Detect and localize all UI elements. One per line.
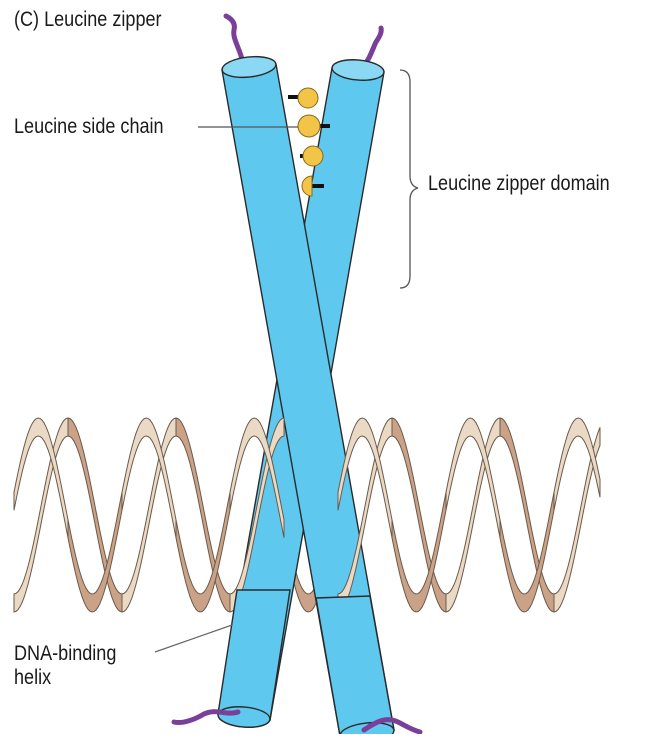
figure-title: (C) Leucine zipper [14,8,162,32]
leucine-residue [303,146,323,166]
dna-binding-label-line2: helix [14,666,116,690]
leucine-zipper-domain-label: Leucine zipper domain [428,172,610,196]
leucine-side-chain-label: Leucine side chain [14,115,164,139]
dna-ribbon-segment [392,418,446,612]
dna-binding-leader-line [155,625,232,652]
dna-ribbon-segment [122,418,176,612]
dna-binding-helix-label: DNA-binding helix [14,642,116,689]
leucine-residue [302,176,312,196]
dna-ribbon-segment [176,418,230,612]
dna-ribbon-segment [554,418,600,510]
dna-ribbon-segment [68,418,122,612]
dna-ribbon-segment [500,418,554,612]
dna-ribbon-segment [14,418,68,612]
dna-binding-label-line1: DNA-binding [14,642,116,666]
leucine-residue [298,115,320,137]
dna-ribbon-segment [446,418,500,612]
leucine-residue [298,88,318,108]
zipper-domain-bracket [400,70,418,288]
